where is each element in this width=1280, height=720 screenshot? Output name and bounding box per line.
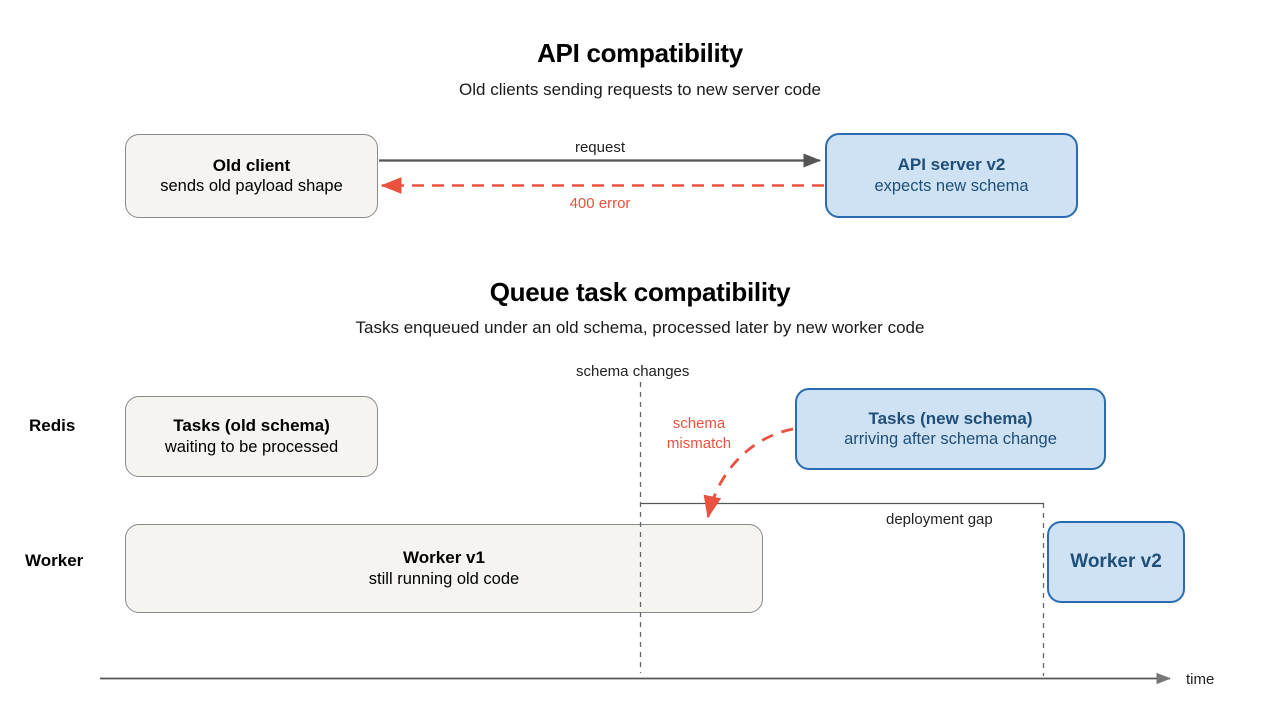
node-worker-v1-subtitle: still running old code	[368, 569, 520, 588]
annotation-schema-mismatch-line1: schema	[672, 415, 726, 432]
edge-label-400-error: 400 error	[569, 195, 631, 212]
node-tasks-old-schema[interactable]: Tasks (old schema) waiting to be process…	[125, 396, 378, 477]
marker-label-schema-changes: schema changes	[576, 363, 690, 380]
node-api-server-v2[interactable]: API server v2 expects new schema	[825, 133, 1078, 218]
node-worker-v2[interactable]: Worker v2	[1047, 521, 1185, 603]
node-api-server-v2-title: API server v2	[897, 155, 1006, 175]
node-old-client[interactable]: Old client sends old payload shape	[125, 134, 378, 218]
lane-label-redis: Redis	[29, 416, 76, 435]
time-axis-label: time	[1186, 671, 1215, 688]
api-section-subtitle: Old clients sending requests to new serv…	[459, 80, 821, 99]
api-section-title: API compatibility	[537, 38, 743, 68]
node-tasks-old-schema-subtitle: waiting to be processed	[164, 437, 339, 456]
lane-label-worker: Worker	[25, 551, 84, 570]
queue-section-title: Queue task compatibility	[489, 277, 791, 307]
node-worker-v1[interactable]: Worker v1 still running old code	[125, 524, 763, 613]
annotation-schema-mismatch-line2: mismatch	[666, 434, 732, 452]
node-tasks-new-schema-title: Tasks (new schema)	[868, 408, 1033, 428]
node-tasks-new-schema[interactable]: Tasks (new schema) arriving after schema…	[795, 388, 1106, 470]
node-old-client-title: Old client	[212, 155, 291, 175]
marker-label-deployment-gap: deployment gap	[886, 511, 993, 528]
node-api-server-v2-subtitle: expects new schema	[874, 176, 1029, 195]
node-worker-v1-title: Worker v1	[403, 548, 485, 568]
node-tasks-old-schema-title: Tasks (old schema)	[173, 416, 330, 436]
node-worker-v2-title: Worker v2	[1070, 550, 1162, 572]
node-tasks-new-schema-subtitle: arriving after schema change	[844, 430, 1057, 449]
node-old-client-subtitle: sends old payload shape	[160, 177, 343, 196]
queue-section-subtitle: Tasks enqueued under an old schema, proc…	[355, 318, 925, 337]
edge-label-request: request	[574, 139, 626, 156]
